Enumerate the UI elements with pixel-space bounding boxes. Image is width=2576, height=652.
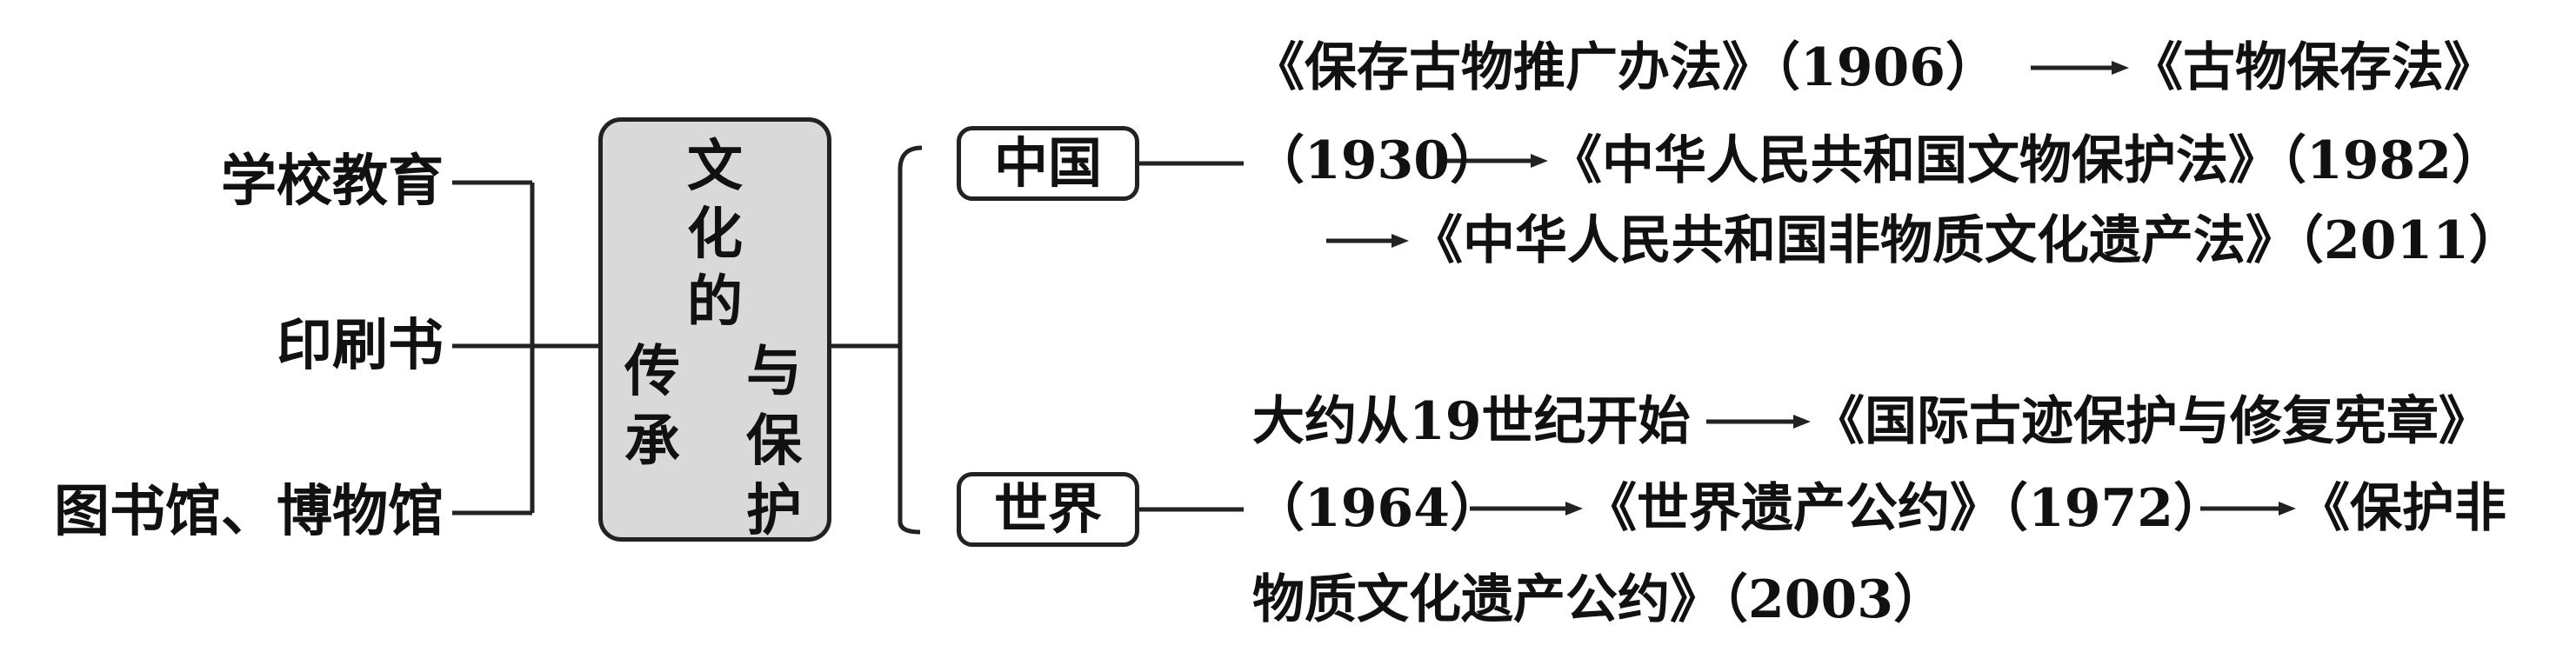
world-convention-2003-part1: 《保护非 xyxy=(2298,478,2506,539)
world-convention-1972: 《世界遗产公约》（1972） xyxy=(1585,478,2226,539)
center-topic-box: 文 化 的 传 承 与 保 护 xyxy=(598,117,831,542)
china-law-1906: 《保存古物推广办法》（1906） xyxy=(1252,37,1998,98)
center-char: 的 xyxy=(687,269,743,335)
left-item-printed-book: 印刷书 xyxy=(277,313,444,378)
world-convention-2003-part2: 物质文化遗产公约》（2003） xyxy=(1252,569,1945,630)
center-char-right: 与 xyxy=(746,339,802,404)
world-charter: 《国际古迹保护与修复宪章》 xyxy=(1812,391,2491,452)
country-box-china: 中国 xyxy=(957,126,1139,201)
china-year-1930: （1930） xyxy=(1252,130,1502,191)
left-item-library-museum: 图书馆、博物馆 xyxy=(54,479,444,544)
left-item-school: 学校教育 xyxy=(221,149,444,214)
center-char-right: 保 xyxy=(746,409,802,474)
center-char: 文 xyxy=(687,134,743,199)
center-char: 化 xyxy=(687,202,743,267)
center-char-left: 传 xyxy=(624,339,680,404)
center-char-right: 护 xyxy=(746,478,802,543)
center-char-left: 承 xyxy=(624,409,680,474)
world-year-1964: （1964） xyxy=(1252,478,1502,539)
china-law-antiquities: 《古物保存法》 xyxy=(2131,37,2496,98)
china-law-1982: 《中华人民共和国文物保护法》（1982） xyxy=(1550,130,2504,191)
china-law-2011: 《中华人民共和国非物质文化遗产法》（2011） xyxy=(1411,210,2521,271)
world-19th-century: 大约从19世纪开始 xyxy=(1252,391,1691,452)
country-box-world: 世界 xyxy=(957,472,1139,547)
